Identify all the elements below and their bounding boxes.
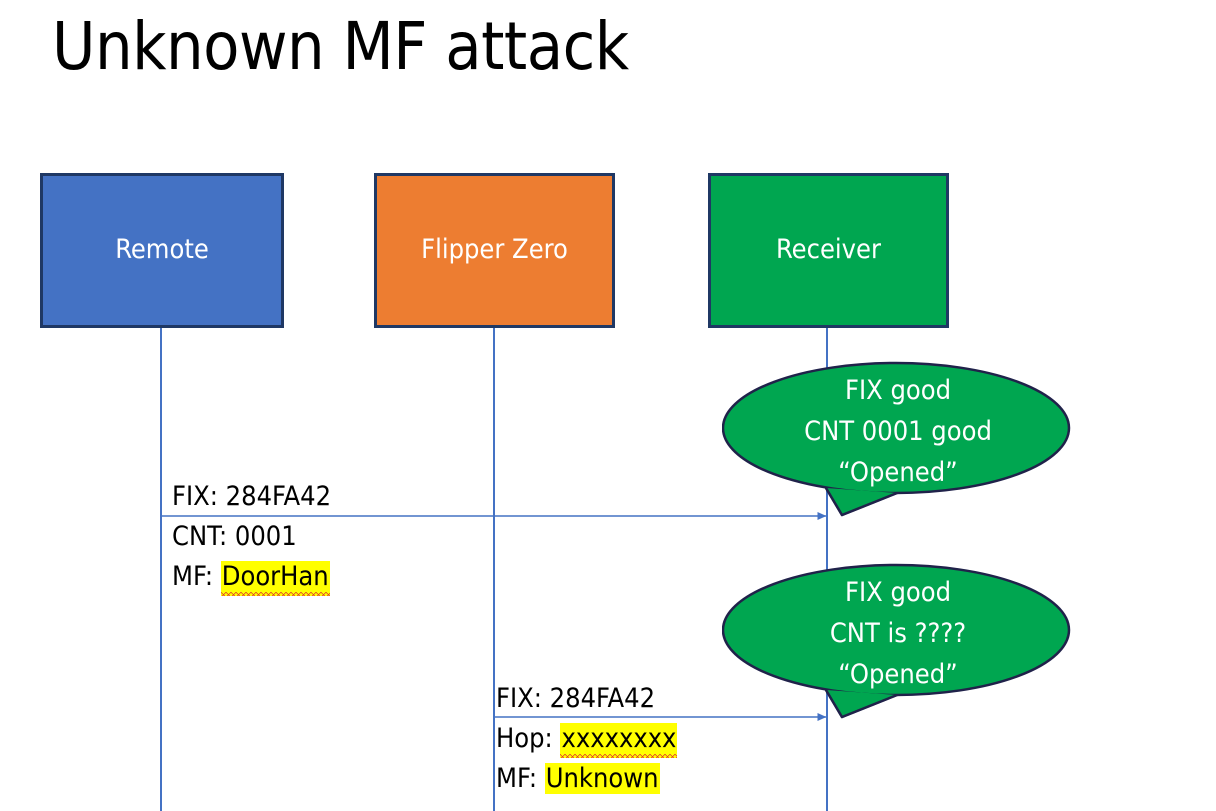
actor-box-flipper[interactable]: Flipper Zero — [374, 173, 615, 328]
message-line-value: 0001 — [234, 521, 297, 552]
message-line: FIX: 284FA42 — [496, 679, 677, 719]
message-line-value: 284FA42 — [225, 481, 332, 512]
message-line-label: FIX: — [496, 683, 550, 714]
message-text-flipper-to-receiver: FIX: 284FA42 Hop: xxxxxxxx MF: Unknown — [496, 679, 677, 799]
page-title: Unknown MF attack — [52, 8, 629, 85]
message-line-value-highlighted: xxxxxxxx — [560, 723, 677, 758]
message-line: MF: DoorHan — [172, 557, 331, 597]
callout-bubble-shape — [722, 361, 1071, 517]
message-line-label: Hop: — [496, 723, 561, 754]
message-line-value: 284FA42 — [549, 683, 656, 714]
message-line-label: MF: — [496, 763, 545, 794]
message-line-label: FIX: — [172, 481, 226, 512]
message-line: FIX: 284FA42 — [172, 477, 331, 517]
callout-second-reception[interactable]: FIX good CNT is ???? “Opened” — [722, 562, 1074, 722]
actor-label-remote: Remote — [115, 234, 209, 266]
message-line: Hop: xxxxxxxx — [496, 719, 677, 759]
message-line: CNT: 0001 — [172, 517, 331, 557]
message-line-label: CNT: — [172, 521, 235, 552]
actor-box-remote[interactable]: Remote — [40, 173, 284, 328]
lifeline-flipper — [493, 326, 495, 811]
actor-box-receiver[interactable]: Receiver — [708, 173, 949, 328]
actor-label-flipper: Flipper Zero — [421, 234, 568, 266]
callout-first-reception[interactable]: FIX good CNT 0001 good “Opened” — [722, 360, 1074, 520]
lifeline-remote — [160, 326, 162, 811]
message-line-label: MF: — [172, 561, 221, 592]
message-line-value-highlighted: DoorHan — [221, 561, 330, 596]
lifeline-receiver — [826, 326, 828, 811]
message-line-value-highlighted: Unknown — [544, 763, 660, 794]
actor-label-receiver: Receiver — [776, 234, 881, 266]
message-line: MF: Unknown — [496, 759, 677, 799]
message-text-remote-to-receiver: FIX: 284FA42 CNT: 0001 MF: DoorHan — [172, 477, 331, 597]
callout-bubble-shape — [722, 563, 1071, 719]
